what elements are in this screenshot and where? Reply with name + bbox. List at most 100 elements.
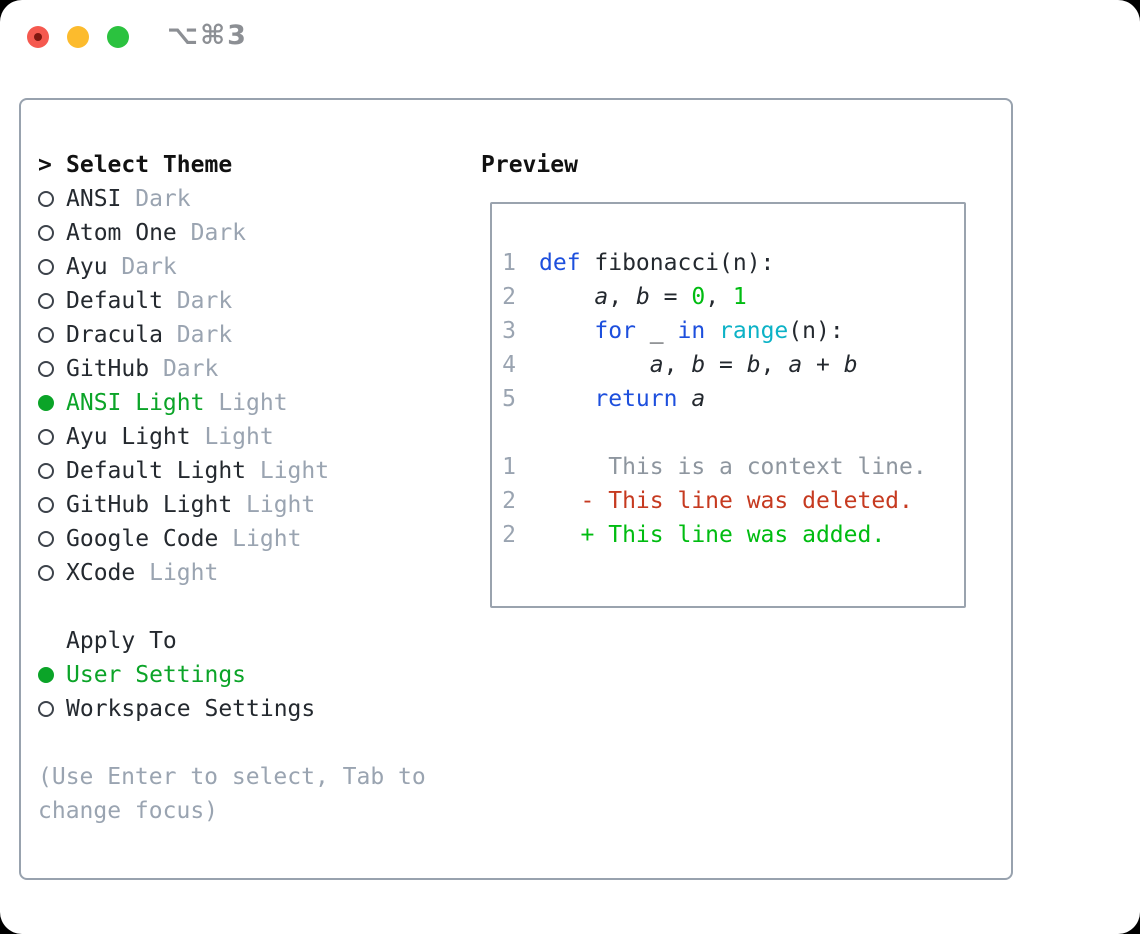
token-var: b <box>843 352 858 378</box>
token-pl: , <box>663 352 692 378</box>
theme-option[interactable]: Ayu Light Light <box>38 420 490 454</box>
radio-circle <box>38 667 54 683</box>
line-number: 1 <box>502 250 516 276</box>
theme-option[interactable]: Default Light Light <box>38 454 490 488</box>
apply-to-title: Apply To <box>66 628 177 654</box>
token-var: a <box>594 284 609 310</box>
option-label: Atom One <box>66 220 177 246</box>
token-pl <box>539 284 594 310</box>
token-pl: , <box>705 284 733 310</box>
token-pl: = <box>649 284 692 310</box>
theme-option[interactable]: Atom One Dark <box>38 216 490 250</box>
apply-to-option[interactable]: Workspace Settings <box>38 692 490 726</box>
token-var: a <box>788 352 803 378</box>
theme-variant-label: Dark <box>162 288 233 314</box>
token-var: a <box>649 352 664 378</box>
radio-circle <box>38 701 54 717</box>
radio-icon <box>38 454 66 488</box>
token-ctx: This is a context line. <box>539 454 927 480</box>
theme-option[interactable]: GitHub Dark <box>38 352 490 386</box>
window-title: ⌥⌘3 <box>167 20 248 51</box>
token-var: a <box>691 386 706 412</box>
theme-variant-label: Light <box>190 424 274 450</box>
token-kw: for <box>594 318 636 344</box>
option-label: ANSI Light <box>66 390 205 416</box>
theme-option[interactable]: ANSI Light Light <box>38 386 490 420</box>
radio-selected-icon <box>38 386 66 420</box>
radio-circle <box>38 293 54 309</box>
select-theme-header: > Select Theme <box>38 148 490 182</box>
option-label: Default Light <box>66 458 247 484</box>
radio-icon <box>38 182 66 216</box>
option-label: ANSI <box>66 186 122 212</box>
theme-variant-label: Light <box>135 560 219 586</box>
help-hint: (Use Enter to select, Tab to change focu… <box>38 764 426 824</box>
radio-icon <box>38 692 66 726</box>
code-line: 4 a, b = b, a + b <box>502 348 964 382</box>
token-pl: + <box>802 352 844 378</box>
spacer <box>38 590 490 624</box>
token-kw: def <box>539 250 581 276</box>
radio-circle <box>38 327 54 343</box>
token-pl: = <box>705 352 747 378</box>
apply-to-header: Apply To <box>38 624 490 658</box>
theme-option[interactable]: GitHub Light Light <box>38 488 490 522</box>
token-pl <box>677 386 691 412</box>
zoom-button[interactable] <box>107 26 129 48</box>
radio-icon <box>38 250 66 284</box>
apply-to-indent <box>38 624 66 658</box>
close-button[interactable] <box>27 26 49 48</box>
line-number: 4 <box>502 352 516 378</box>
token-pl: (n): <box>788 318 844 344</box>
token-pl: , <box>608 284 636 310</box>
theme-option[interactable]: Default Dark <box>38 284 490 318</box>
radio-circle <box>38 259 54 275</box>
radio-circle <box>38 361 54 377</box>
token-kw: in <box>677 318 706 344</box>
radio-circle <box>38 565 54 581</box>
token-pl <box>539 386 594 412</box>
radio-circle <box>38 463 54 479</box>
radio-circle <box>38 225 54 241</box>
theme-variant-label: Dark <box>107 254 177 280</box>
code-line: 1 This is a context line. <box>502 450 964 484</box>
apply-to-option[interactable]: User Settings <box>38 658 490 692</box>
token-var: b <box>746 352 761 378</box>
theme-option[interactable]: Google Code Light <box>38 522 490 556</box>
line-number: 3 <box>502 318 516 344</box>
radio-circle <box>38 395 54 411</box>
token-pl: fibonacci(n): <box>580 250 775 276</box>
radio-icon <box>38 420 66 454</box>
token-pl: _ <box>635 318 678 344</box>
theme-variant-label: Dark <box>149 356 219 382</box>
theme-option[interactable]: ANSI Dark <box>38 182 490 216</box>
option-label: Dracula <box>66 322 163 348</box>
token-add: + This line was added. <box>580 522 886 548</box>
theme-variant-label: Dark <box>121 186 191 212</box>
token-pl <box>539 318 594 344</box>
theme-option[interactable]: Dracula Dark <box>38 318 490 352</box>
radio-icon <box>38 488 66 522</box>
token-fn: range <box>719 318 789 344</box>
radio-icon <box>38 522 66 556</box>
theme-option[interactable]: Ayu Dark <box>38 250 490 284</box>
theme-variant-label: Light <box>232 492 316 518</box>
radio-circle <box>38 191 54 207</box>
radio-icon <box>38 556 66 590</box>
preview-title: Preview <box>481 152 578 178</box>
code-line: 5 return a <box>502 382 964 416</box>
theme-variant-label: Light <box>246 458 330 484</box>
minimize-button[interactable] <box>67 26 89 48</box>
select-theme-title: Select Theme <box>66 152 233 178</box>
token-num: 1 <box>732 284 747 310</box>
token-pl: , <box>760 352 789 378</box>
theme-option[interactable]: XCode Light <box>38 556 490 590</box>
option-label: Ayu <box>66 254 108 280</box>
spacer <box>38 726 490 760</box>
option-label: Ayu Light <box>66 424 191 450</box>
